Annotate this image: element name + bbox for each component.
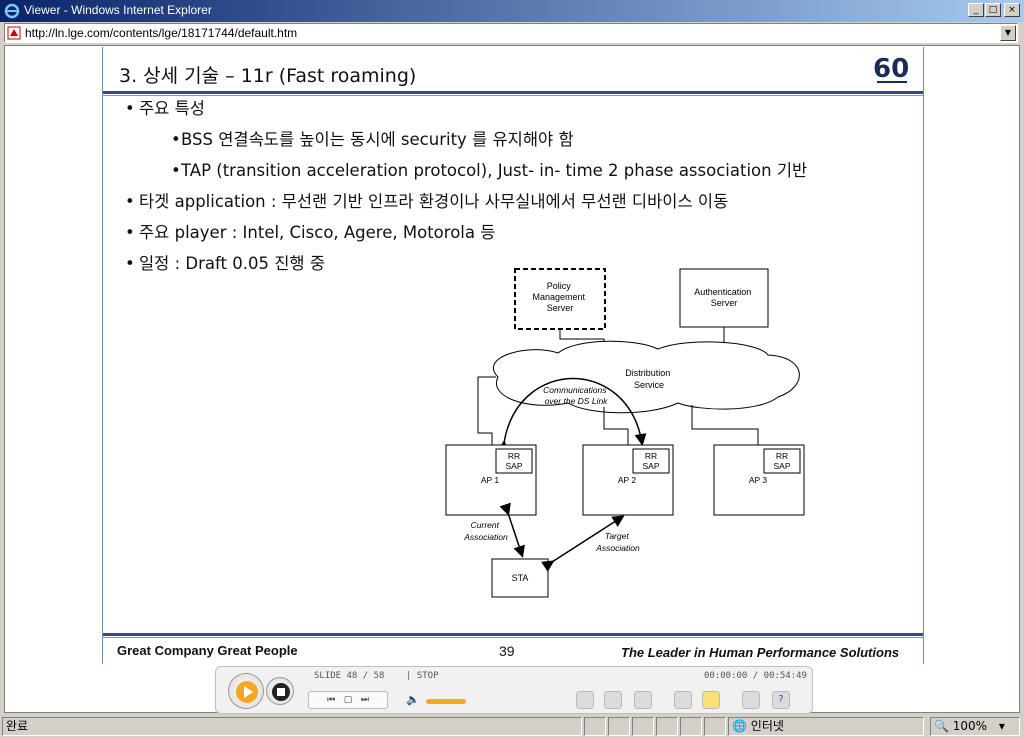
zoom-icon: 🔍 bbox=[934, 719, 949, 733]
bullet-dot: • bbox=[171, 130, 181, 149]
window-title: Viewer - Windows Internet Explorer bbox=[24, 3, 212, 17]
comm-label: Communications over the DS Link bbox=[543, 385, 609, 406]
maximize-button[interactable]: □ bbox=[985, 3, 1001, 17]
bullet-dot: • bbox=[125, 192, 135, 211]
ds-link-arc bbox=[496, 377, 647, 453]
bullet-dot: • bbox=[125, 254, 135, 273]
distribution-cloud bbox=[492, 340, 800, 414]
footer-rule bbox=[103, 633, 923, 636]
sta-label: STA bbox=[512, 573, 529, 583]
auth-server-box bbox=[679, 268, 769, 328]
current-assoc-label: Current Association bbox=[463, 520, 508, 542]
play-button[interactable] bbox=[228, 673, 264, 709]
logo-text: 60 bbox=[873, 54, 909, 84]
bullet-dot: • bbox=[125, 99, 135, 118]
note-icon[interactable] bbox=[702, 691, 720, 709]
player-time: 00:00:00 / 00:54:49 bbox=[704, 671, 807, 681]
volume-icon[interactable]: 🔈 bbox=[406, 693, 420, 706]
header-rule bbox=[103, 91, 923, 94]
volume-slider[interactable] bbox=[426, 699, 466, 704]
address-bar[interactable]: http://ln.lge.com/contents/lge/18171744/… bbox=[4, 23, 1018, 43]
ie-logo-icon bbox=[4, 3, 20, 19]
status-cell bbox=[584, 717, 606, 736]
page-icon bbox=[7, 26, 21, 40]
bullet-item: •주요 특성 bbox=[125, 95, 205, 119]
status-text: 완료 bbox=[2, 717, 582, 736]
bullet-dot: • bbox=[171, 161, 181, 180]
svg-text:AP 2: AP 2 bbox=[618, 475, 637, 485]
bullet-dot: • bbox=[125, 223, 135, 242]
tool-icon-3[interactable] bbox=[634, 691, 652, 709]
status-cell bbox=[608, 717, 630, 736]
status-cell bbox=[656, 717, 678, 736]
bullet-text: TAP (transition acceleration protocol), … bbox=[181, 161, 808, 180]
bullet-text: BSS 연결속도를 높이는 동시에 security 를 유지해야 함 bbox=[181, 130, 574, 149]
target-assoc-label: Target Association bbox=[595, 531, 640, 553]
slide-page-number: 39 bbox=[499, 643, 515, 659]
globe-icon: 🌐 bbox=[732, 719, 747, 733]
zoom-dropdown-icon[interactable]: ▾ bbox=[998, 719, 1005, 733]
bullet-item: •주요 player : Intel, Cisco, Agere, Motoro… bbox=[125, 219, 495, 243]
play-icon bbox=[236, 681, 258, 703]
slide-counter: SLIDE 48 / 58 bbox=[314, 671, 385, 681]
svg-text:AP 3: AP 3 bbox=[749, 475, 768, 485]
sta-box bbox=[491, 558, 549, 598]
ap3-link bbox=[691, 405, 759, 445]
header-rule-thin bbox=[103, 95, 923, 96]
company-logo-icon: 60 bbox=[873, 54, 909, 84]
page-content: 3. 상세 기술 – 11r (Fast roaming) 60 •주요 특성•… bbox=[4, 45, 1020, 714]
status-cell bbox=[632, 717, 654, 736]
bullet-item: •TAP (transition acceleration protocol),… bbox=[171, 157, 807, 181]
tool-icon-2[interactable] bbox=[604, 691, 622, 709]
stop-button[interactable] bbox=[266, 677, 294, 705]
status-cell bbox=[680, 717, 702, 736]
zoom-control[interactable]: 🔍 100% ▾ bbox=[930, 717, 1020, 736]
tool-icon-1[interactable] bbox=[576, 691, 594, 709]
footer-left: Great Company Great People bbox=[117, 643, 298, 658]
media-player: SLIDE 48 / 58 | STOP 00:00:00 / 00:54:49… bbox=[215, 666, 813, 714]
player-state: | STOP bbox=[406, 671, 439, 681]
slide-title: 3. 상세 기술 – 11r (Fast roaming) bbox=[119, 65, 417, 87]
ap1-link bbox=[477, 376, 496, 445]
bullet-text: 일정 : Draft 0.05 진행 중 bbox=[139, 254, 326, 273]
bullet-text: 주요 특성 bbox=[139, 99, 205, 118]
bullet-text: 타겟 application : 무선랜 기반 인프라 환경이나 사무실내에서 … bbox=[139, 192, 729, 211]
policy-server-label: Policy Management Server bbox=[532, 281, 587, 313]
nav-controls[interactable]: ⏮ ▢ ⏭ bbox=[308, 691, 388, 709]
print-icon[interactable] bbox=[742, 691, 760, 709]
distribution-label: Distribution Service bbox=[625, 368, 673, 390]
bullet-text: 주요 player : Intel, Cisco, Agere, Motorol… bbox=[139, 223, 496, 242]
stop-icon bbox=[272, 683, 290, 701]
minimize-button[interactable]: _ bbox=[968, 3, 984, 17]
bullet-item: •일정 : Draft 0.05 진행 중 bbox=[125, 250, 325, 274]
status-bar: 완료 🌐 인터넷 🔍 100% ▾ bbox=[0, 715, 1024, 738]
zoom-level: 100% bbox=[952, 719, 988, 733]
address-url[interactable]: http://ln.lge.com/contents/lge/18171744/… bbox=[25, 26, 298, 40]
status-cell bbox=[704, 717, 726, 736]
svg-text:AP 1: AP 1 bbox=[481, 475, 500, 485]
address-dropdown-button[interactable]: ▼ bbox=[1000, 25, 1016, 41]
bullet-item: •BSS 연결속도를 높이는 동시에 security 를 유지해야 함 bbox=[171, 126, 574, 150]
footer-slogan: The Leader in Human Performance Solution… bbox=[621, 645, 900, 660]
title-bar: Viewer - Windows Internet Explorer _ □ × bbox=[0, 0, 1024, 22]
target-assoc-arrow bbox=[541, 515, 625, 572]
current-assoc-arrow bbox=[499, 502, 525, 558]
auth-server-label: Authentication Server bbox=[694, 287, 754, 308]
close-button[interactable]: × bbox=[1004, 3, 1020, 17]
list-icon[interactable] bbox=[674, 691, 692, 709]
network-diagram: Policy Management Server Authentication … bbox=[445, 268, 805, 598]
help-icon[interactable]: ? bbox=[772, 691, 790, 709]
bullet-item: •타겟 application : 무선랜 기반 인프라 환경이나 사무실내에서… bbox=[125, 188, 728, 212]
footer-rule-thin bbox=[103, 637, 923, 638]
slide: 3. 상세 기술 – 11r (Fast roaming) 60 •주요 특성•… bbox=[102, 47, 924, 664]
zone-indicator: 🌐 인터넷 bbox=[728, 717, 924, 736]
zone-label: 인터넷 bbox=[750, 719, 784, 733]
